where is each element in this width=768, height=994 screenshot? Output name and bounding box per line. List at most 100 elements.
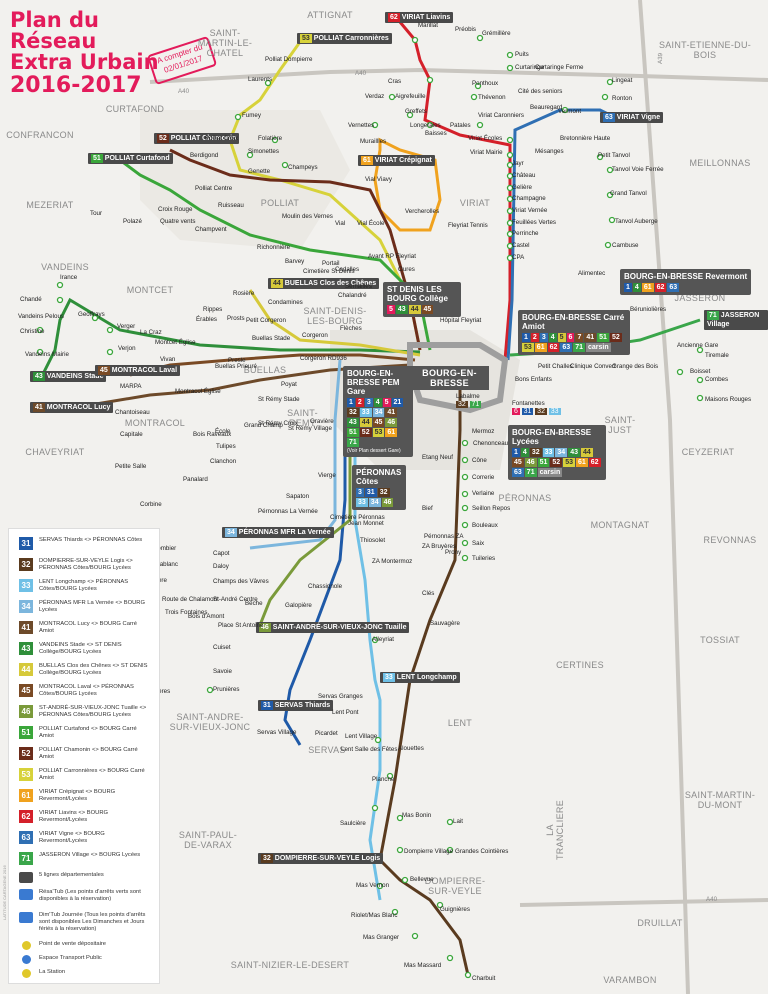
hub-revermont[interactable]: BOURG-EN-BRESSE Revermont 1 4 61 62 63 (620, 269, 752, 295)
stop-label: Bouleaux (472, 522, 498, 529)
hub-lycees[interactable]: BOURG-EN-BRESSE Lycées 1 4 32 33 34 43 4… (508, 425, 606, 480)
stop-label: Place St Antoine (218, 622, 264, 629)
stop-label: Avant RP Fleyriat (368, 253, 416, 260)
line-number: 43 (33, 372, 45, 381)
legend-line-text: DOMPIERRE-SUR-VEYLE Logis <> PÉRONNAS Cô… (39, 558, 133, 571)
stop-name: Fontanettes (512, 400, 545, 407)
stop-label: Sapaton (286, 493, 310, 500)
legend-line-number: 43 (19, 642, 33, 655)
stop-label: Polliat Centre (195, 185, 233, 192)
stop-label: St Rémy Village (288, 425, 332, 432)
stop-label: Cimetière Péronnas (330, 514, 385, 521)
stop-label: Prunières (213, 686, 240, 693)
legend-line-text: MONTRACOL Lucy <> BOURG Carré Amiot (39, 621, 138, 634)
chip: 51 (537, 458, 550, 467)
legend-symbol-icon (22, 941, 31, 950)
stop-label: Laurents (248, 76, 273, 83)
chip: 31 (521, 408, 534, 415)
stop-label: Thiosolet (360, 537, 386, 544)
stop-label: Moulin des Vernes (282, 213, 333, 220)
stop-label: Rippes (203, 306, 223, 313)
region-st-etienne-du-bois: SAINT-ETIENNE-DU-BOIS (658, 40, 752, 60)
terminal-name: LENT Longchamp (396, 674, 457, 681)
region-bourg-en-bresse: BOURG-EN-BRESSE (410, 366, 489, 390)
chip: carsin (537, 468, 563, 477)
stop-label: Tulipes (216, 443, 236, 450)
hub-carre-amiot[interactable]: BOURG-EN-BRESSE Carré Amiot 1 2 3 4 5 6 … (518, 310, 630, 355)
stop-label: Panalard (183, 476, 208, 483)
stop-label: Viriat Mairie (470, 149, 503, 156)
legend-extra-row: Point de vente dépositaire (19, 941, 149, 950)
legend-line-number: 46 (19, 705, 33, 718)
hub-lines: 1 4 61 62 63 (624, 283, 714, 292)
stop-label: Mas Bonin (402, 812, 432, 819)
chip: 32 (535, 408, 547, 415)
stop-label: Route de Chalamont (162, 596, 219, 603)
stop-label: Bois Raveaux (193, 431, 232, 438)
line-44 (248, 289, 421, 357)
stop-label: Curtaringe (515, 64, 544, 71)
chip: 43 (347, 418, 359, 427)
region-saint-denis: SAINT-DENIS-LES-BOURG (303, 306, 367, 326)
chip: carsin (585, 343, 611, 352)
stop-label: Bellevue (410, 876, 434, 883)
labalme: Labalme 32 71 (456, 393, 482, 409)
hub-lines: 1 2 3 4 5 21 32 33 34 41 43 44 45 46 51 … (347, 398, 409, 447)
terminal-name: VIRIAT Liavins (401, 14, 451, 21)
chip: 33 (542, 448, 555, 457)
hub-st-denis-college[interactable]: ST DENIS LES BOURG Collège 5 43 44 45 (383, 282, 461, 317)
hub-pem-gare[interactable]: BOURG-EN-BRESSE PEM Gare 1 2 3 4 5 21 32… (343, 366, 413, 457)
chip: 71 (347, 438, 359, 447)
stop-label: Sauvagère (430, 620, 460, 627)
stop-label: Cambuse (612, 242, 639, 249)
stop-label: Montcet Église (155, 339, 196, 346)
terminal-name: SERVAS Thiards (274, 702, 331, 709)
legend-line-text: PÉRONNAS MFR La Vernée <> BOURG Lycées (39, 600, 145, 613)
chip: 52 (550, 458, 563, 467)
region-peronnas: PÉRONNAS (498, 493, 552, 503)
chip: 1 (512, 448, 520, 457)
region-st-martin-le-chatel: SAINT-MARTIN-LE-CHATEL (197, 28, 253, 58)
stop-label: Tour (90, 210, 103, 217)
chip: 3 (356, 488, 364, 497)
region-montagnat: MONTAGNAT (590, 520, 650, 530)
legend-line-number: 53 (19, 768, 33, 781)
road-label-a40-west: A40 (178, 88, 190, 95)
stop-label: Lingeat (612, 77, 633, 84)
stop-label: Mermoz (472, 428, 495, 435)
legend-symbol-icon (19, 872, 33, 883)
road-a40-south (519, 898, 768, 907)
terminal-name: POLLIAT Chamonin (170, 135, 237, 142)
stop-label: Jayr (512, 160, 524, 167)
legend-extra-row: 5 lignes départementales (19, 872, 149, 883)
stop-label: Feuillées Vertes (512, 219, 557, 226)
chip: 3 (364, 398, 373, 407)
hub-title: BOURG-EN-BRESSE Revermont (624, 272, 748, 281)
hub-peronnas-cotes[interactable]: PÉRONNAS Côtes 3 31 32 33 34 46 (352, 465, 406, 510)
terminal-name: JASSERON Village (707, 312, 760, 328)
chip: 2 (530, 333, 539, 342)
chip: 33 (359, 408, 372, 417)
stop-label: Vandeins Mairie (25, 351, 69, 358)
chip: 31 (364, 488, 377, 497)
chip: 4 (520, 448, 529, 457)
stop-label: Lent Village (345, 733, 378, 740)
